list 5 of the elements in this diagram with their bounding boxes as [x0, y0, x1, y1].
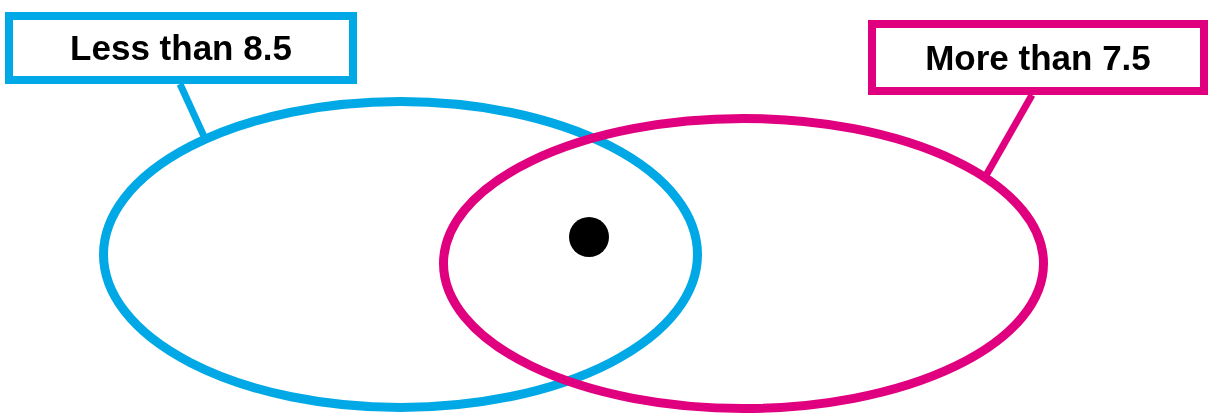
label-box: More than 7.5: [868, 20, 1208, 95]
set-ellipse: [98, 96, 702, 412]
set-ellipse: [438, 113, 1048, 413]
label-box: Less than 8.5: [5, 12, 357, 84]
point-dot: [569, 217, 609, 257]
